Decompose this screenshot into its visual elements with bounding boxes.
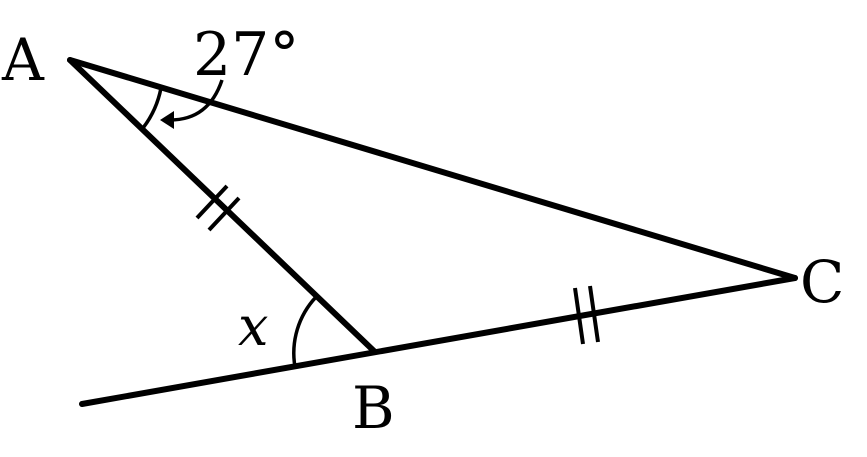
angle-label-a: 27° [193,20,299,90]
vertex-label-a: A [1,26,45,94]
angle-pointer-arrow [169,79,224,122]
angle-arc-a [141,87,163,130]
tick-mark-bc-2 [588,285,600,343]
vertex-label-b: B [352,374,395,442]
line-cb-extended [79,275,798,407]
side-ac [67,57,798,281]
side-ab [67,57,378,355]
tick-mark-ab-1 [195,184,229,220]
angle-arc-x [292,295,318,368]
vertex-label-c: C [800,248,844,316]
angle-label-x: x [238,295,268,358]
tick-mark-bc-1 [573,287,585,345]
tick-mark-ab-2 [207,196,241,232]
arrowhead-icon [160,111,174,129]
